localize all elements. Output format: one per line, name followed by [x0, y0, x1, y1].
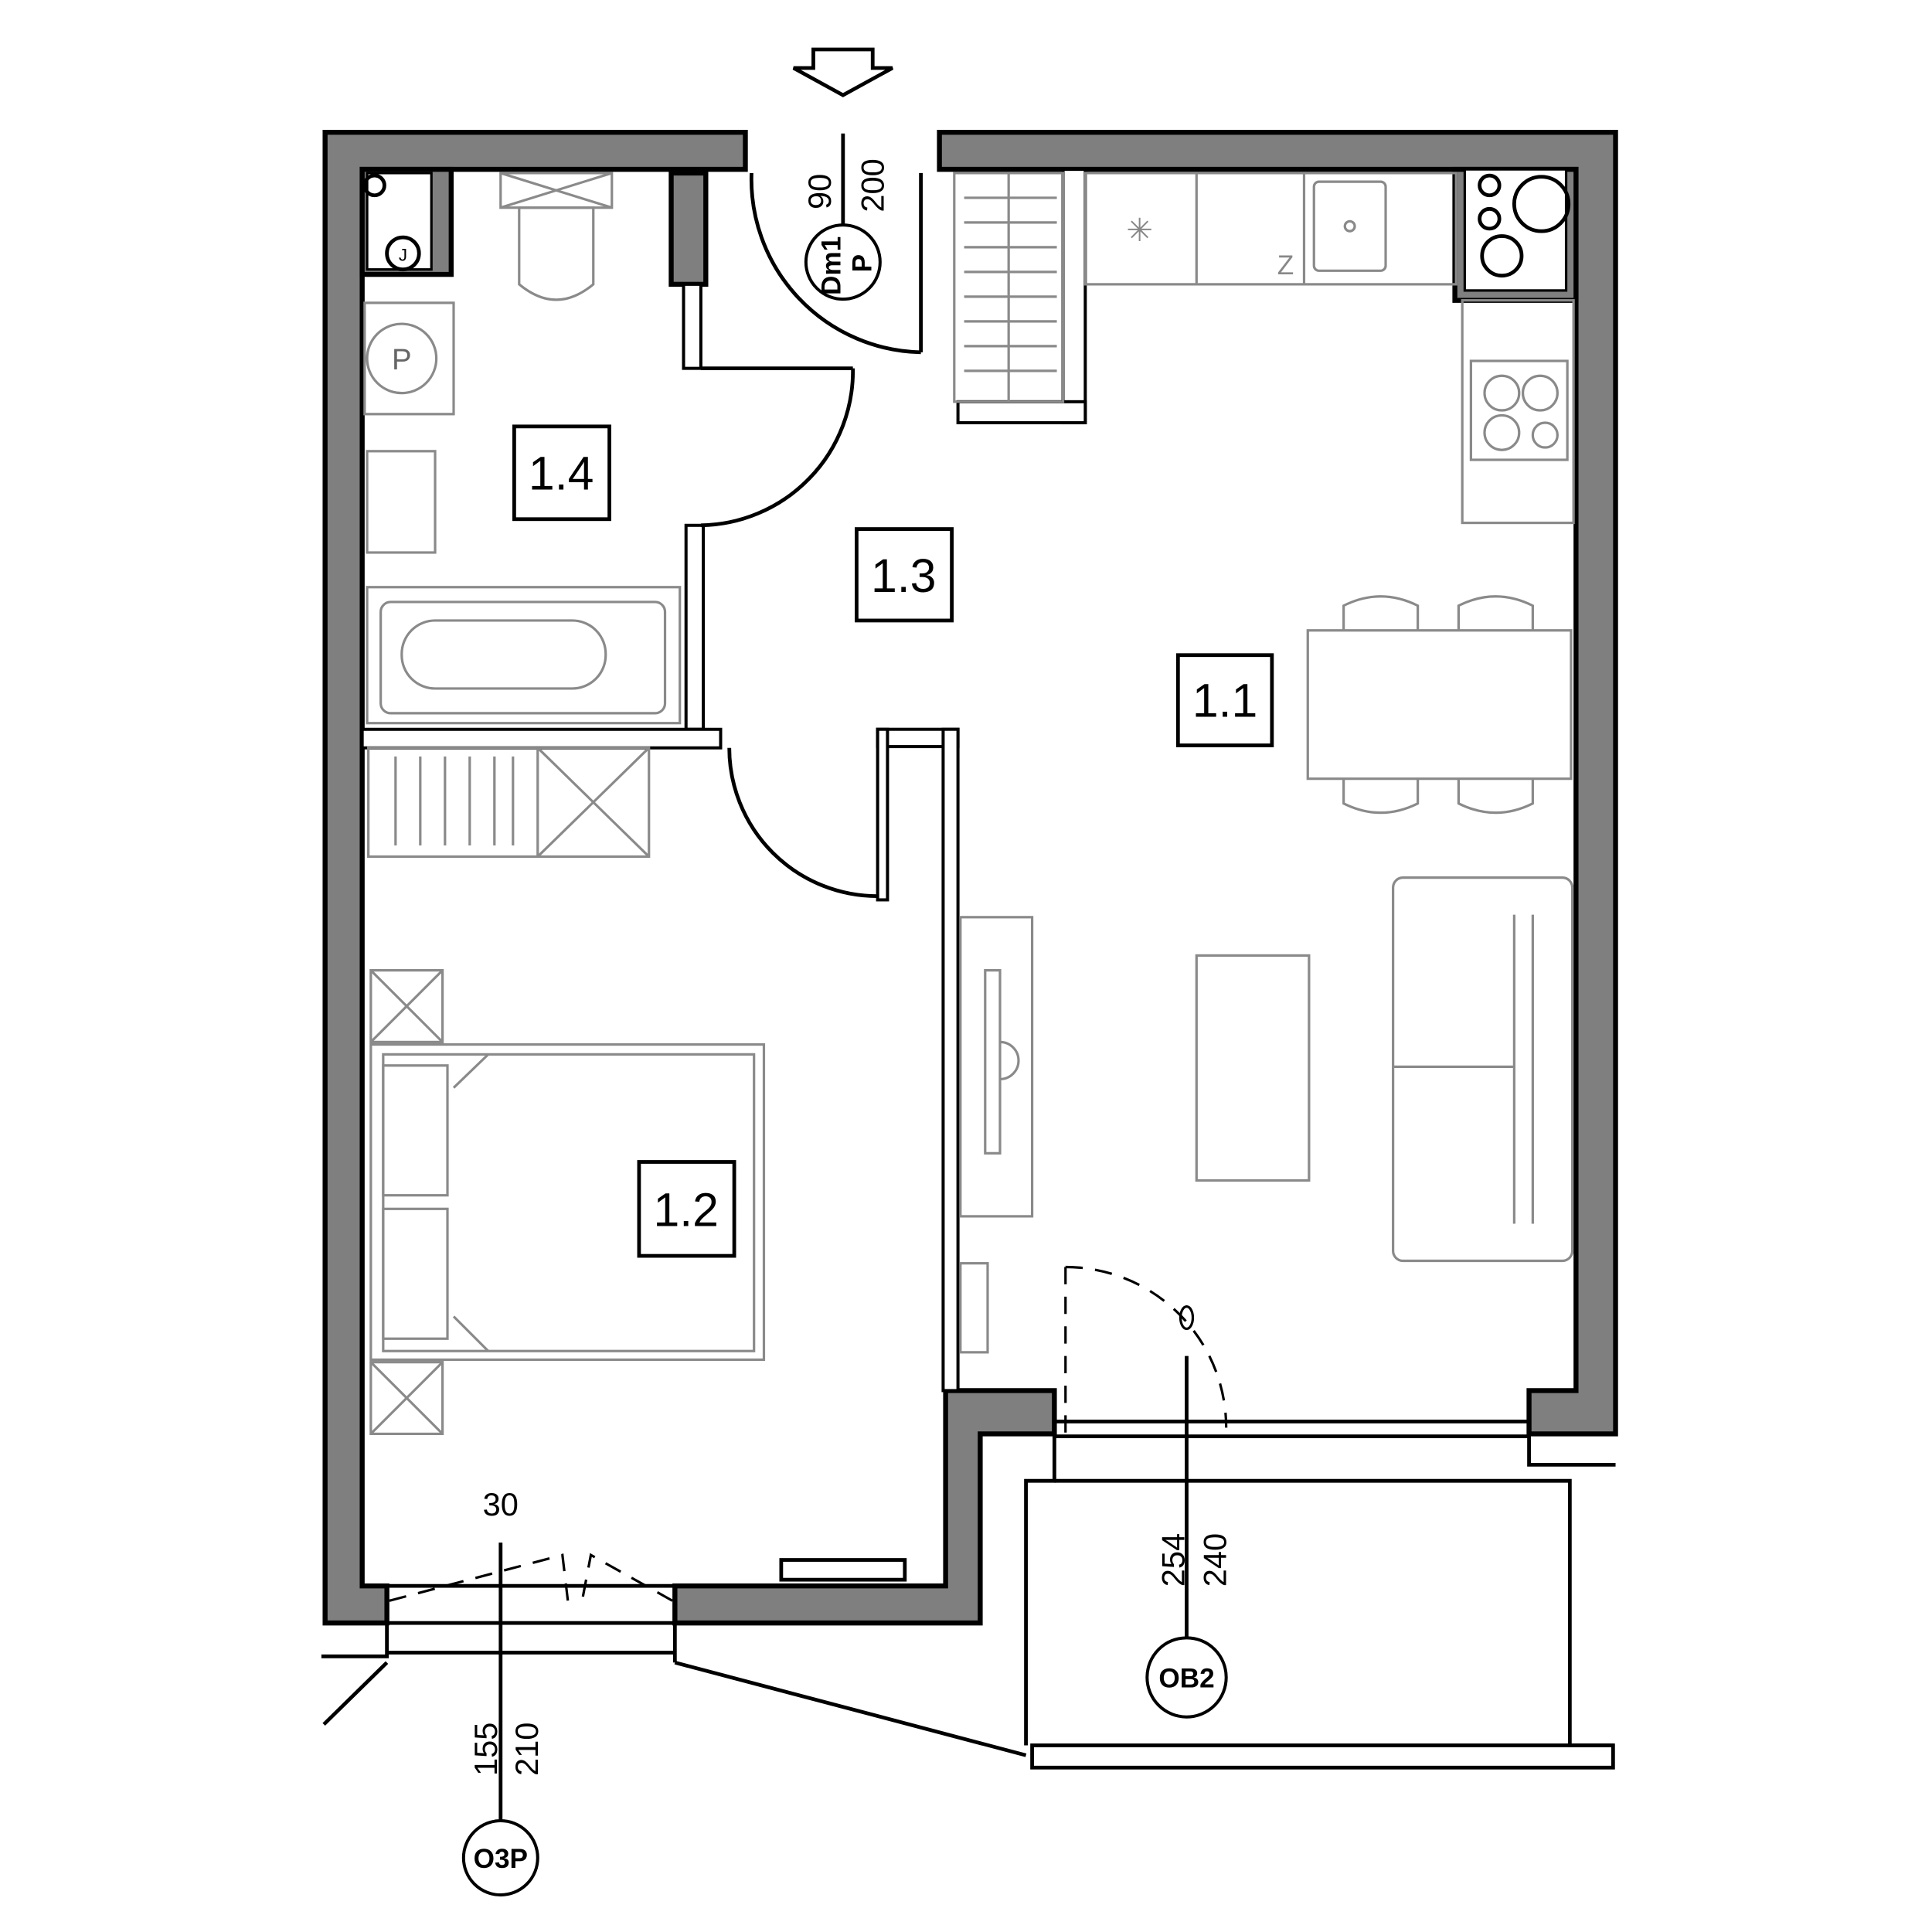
- svg-text:254: 254: [1155, 1533, 1191, 1587]
- furniture: P J ✳ Z: [362, 172, 1575, 1582]
- svg-text:240: 240: [1197, 1533, 1233, 1587]
- radiator: [779, 1558, 907, 1582]
- svg-text:1.4: 1.4: [529, 447, 594, 499]
- svg-text:30: 30: [483, 1486, 519, 1522]
- coffee-table: [1195, 954, 1311, 1182]
- washer-label: P: [392, 343, 412, 376]
- svg-text:200: 200: [855, 158, 891, 212]
- bed: [369, 1043, 766, 1362]
- sofa: [1392, 876, 1574, 1263]
- svg-text:210: 210: [509, 1723, 545, 1776]
- interior-walls: [360, 168, 1087, 1393]
- bathtub: [366, 586, 682, 725]
- entrance-door-tag: 90 200 Dm1 P: [801, 133, 891, 301]
- svg-text:1.3: 1.3: [871, 549, 936, 602]
- sink: [366, 450, 437, 554]
- svg-text:O3P: O3P: [474, 1844, 528, 1874]
- svg-text:Dm1: Dm1: [817, 236, 847, 295]
- dining-table: [1306, 629, 1573, 781]
- doors: [385, 172, 1531, 1625]
- tv-stand: [959, 916, 1034, 1218]
- room-label-1-4: 1.4: [512, 424, 611, 522]
- dishwasher-icon: ✳: [1126, 212, 1153, 248]
- fridge-label: Z: [1277, 250, 1294, 281]
- kitchen-sink: [1312, 180, 1387, 272]
- washing-machine-icon: [366, 322, 438, 395]
- cooktop: [1469, 359, 1569, 461]
- svg-text:155: 155: [468, 1723, 504, 1776]
- room-label-1-3: 1.3: [855, 527, 954, 623]
- bedroom-window-tag: 30 155 210 O3P: [461, 1486, 545, 1897]
- room-label-1-2: 1.2: [637, 1160, 736, 1258]
- balcony: [321, 1436, 1616, 1770]
- svg-text:P: P: [848, 254, 878, 272]
- svg-text:1.2: 1.2: [653, 1184, 718, 1236]
- svg-text:90: 90: [801, 174, 838, 209]
- room-label-1-1: 1.1: [1175, 653, 1274, 747]
- walls: [322, 129, 1618, 1626]
- svg-text:OB2: OB2: [1158, 1663, 1214, 1693]
- entrance-arrow-icon: [792, 47, 893, 97]
- svg-text:1.1: 1.1: [1192, 675, 1257, 727]
- balcony-door-tag: 254 240 OB2: [1145, 1305, 1233, 1719]
- boiler-label: J: [399, 245, 407, 264]
